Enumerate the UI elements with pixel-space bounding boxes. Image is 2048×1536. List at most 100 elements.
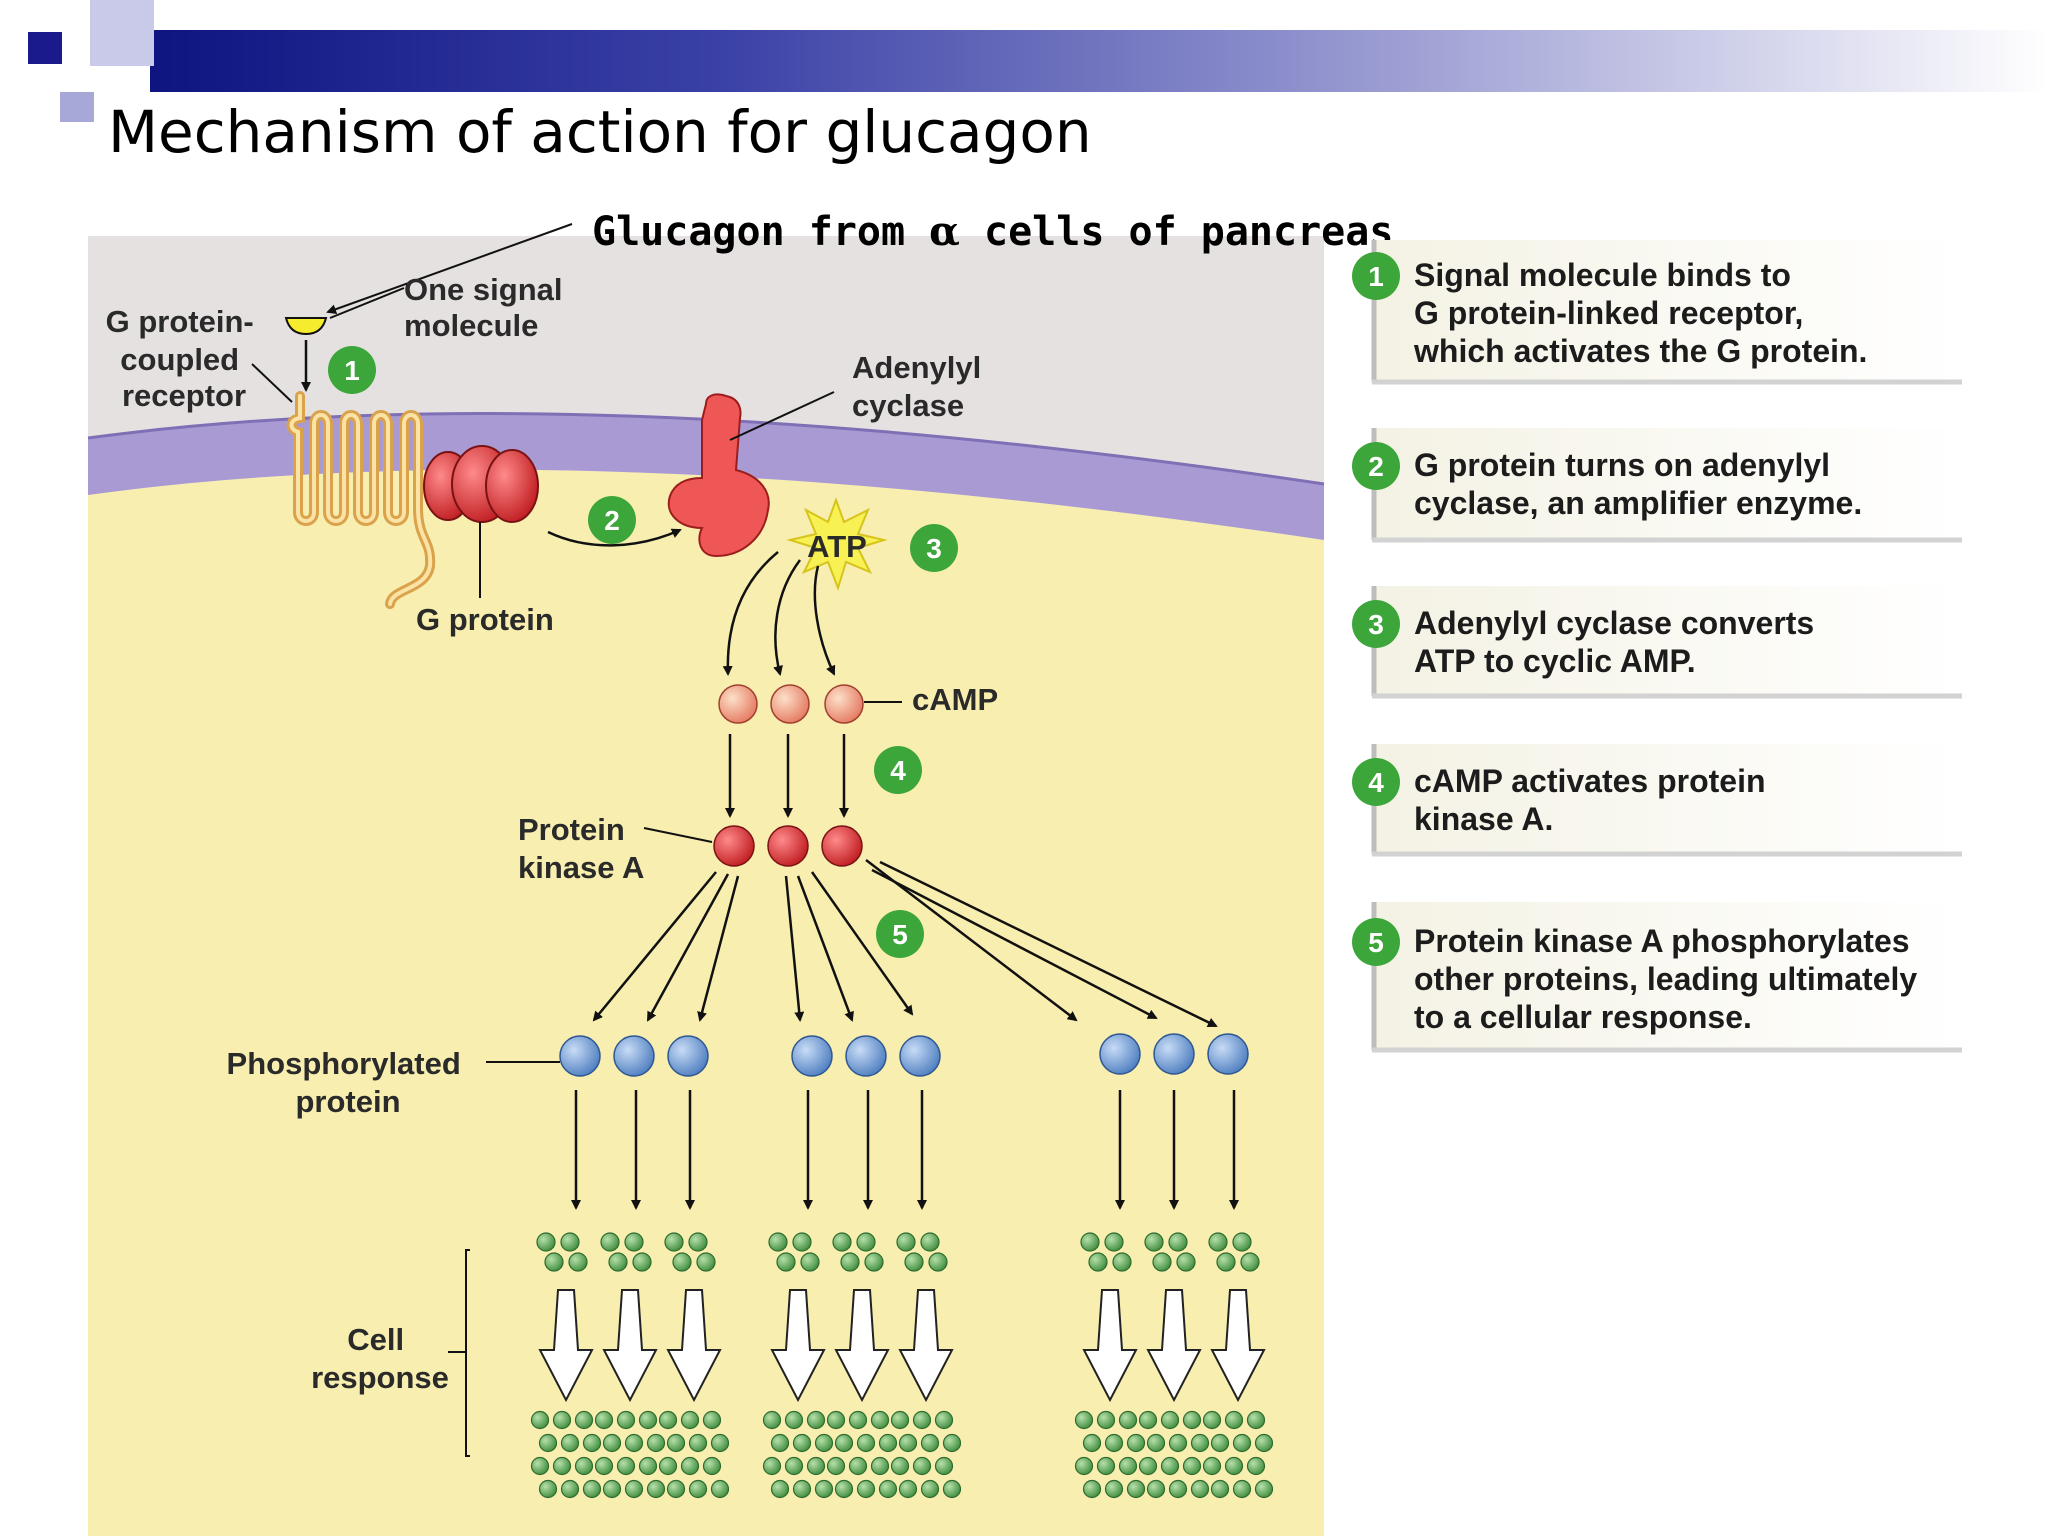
camp-label: cAMP <box>912 682 998 717</box>
atp-to-camp-arrow-2 <box>773 559 802 676</box>
phosphorylated-protein <box>667 1035 709 1077</box>
response-molecule <box>792 1433 812 1453</box>
response-molecule <box>664 1232 684 1252</box>
response-molecule <box>920 1232 940 1252</box>
response-molecule <box>864 1252 884 1272</box>
response-molecule <box>878 1479 898 1499</box>
response-molecule <box>1190 1433 1210 1453</box>
g-protein-subunit-3 <box>485 449 539 523</box>
response-molecule <box>856 1479 876 1499</box>
response-molecule <box>928 1252 948 1272</box>
response-molecule <box>896 1232 916 1252</box>
response-molecule <box>942 1433 962 1453</box>
response-molecule <box>770 1479 790 1499</box>
response-molecule <box>1096 1410 1116 1430</box>
response-molecule <box>826 1456 846 1476</box>
pka-pointer-line <box>643 827 713 843</box>
response-molecule <box>1182 1456 1202 1476</box>
response-molecule <box>710 1479 730 1499</box>
response-molecule <box>658 1410 678 1430</box>
subtitle: Glucagon from α cells of pancreas <box>592 208 1393 255</box>
response-molecule <box>1232 1232 1252 1252</box>
response-molecule <box>1146 1433 1166 1453</box>
response-molecule <box>1246 1456 1266 1476</box>
response-molecule <box>1160 1456 1180 1476</box>
response-molecule <box>898 1479 918 1499</box>
response-molecule <box>878 1433 898 1453</box>
response-molecule <box>1182 1410 1202 1430</box>
response-molecule <box>1210 1433 1230 1453</box>
protein-to-response-arrows <box>571 1090 1239 1210</box>
response-molecule <box>870 1410 890 1430</box>
response-molecule <box>688 1433 708 1453</box>
response-molecule <box>560 1232 580 1252</box>
response-molecule <box>1210 1479 1230 1499</box>
response-molecule <box>942 1479 962 1499</box>
camp-molecule <box>770 684 810 724</box>
response-molecule <box>784 1410 804 1430</box>
response-molecule <box>784 1456 804 1476</box>
response-molecule <box>688 1232 708 1252</box>
response-molecule <box>856 1232 876 1252</box>
step-marker-3: 3 <box>910 524 958 572</box>
response-molecule <box>1190 1479 1210 1499</box>
response-molecule <box>800 1252 820 1272</box>
response-molecule <box>832 1232 852 1252</box>
response-molecule <box>1104 1479 1124 1499</box>
response-molecule <box>1254 1479 1274 1499</box>
response-molecule <box>806 1410 826 1430</box>
g-protein-to-cyclase-arrow <box>547 528 682 547</box>
adenylyl-cyclase-icon <box>667 393 770 558</box>
adenylyl-cyclase-label: Adenylyl cyclase <box>852 350 990 423</box>
response-molecule <box>768 1232 788 1252</box>
response-molecule <box>672 1252 692 1272</box>
step-marker-1: 1 <box>328 346 376 394</box>
response-molecule <box>624 1433 644 1453</box>
signal-molecule-label: One signal molecule <box>404 272 571 343</box>
camp-molecule <box>718 684 758 724</box>
response-molecule <box>680 1410 700 1430</box>
response-molecule <box>792 1232 812 1252</box>
receptor-label: G protein- coupled receptor <box>106 304 263 413</box>
atp-burst-icon <box>786 497 888 592</box>
response-molecule <box>806 1456 826 1476</box>
atp-to-camp-arrow-1 <box>722 551 779 676</box>
response-molecule <box>770 1433 790 1453</box>
response-molecule <box>560 1479 580 1499</box>
phosphorylated-protein <box>1153 1033 1195 1075</box>
response-molecule <box>594 1456 614 1476</box>
response-molecule <box>920 1433 940 1453</box>
phosphorylated-protein <box>1207 1033 1249 1075</box>
response-molecule <box>1096 1456 1116 1476</box>
amplification-arrow-icon <box>770 1289 826 1403</box>
response-molecule <box>602 1479 622 1499</box>
svg-text:3: 3 <box>1368 609 1384 640</box>
protein-kinase-a-molecule <box>713 825 755 867</box>
amplification-arrow-icon <box>1082 1289 1138 1403</box>
response-molecule <box>912 1456 932 1476</box>
response-molecule <box>1144 1232 1164 1252</box>
response-molecule <box>814 1479 834 1499</box>
response-molecule <box>762 1456 782 1476</box>
response-molecule <box>544 1252 564 1272</box>
pka-to-protein-arrows <box>592 859 1218 1028</box>
svg-text:Signal molecule binds toG prot: Signal molecule binds toG protein-linked… <box>1413 257 1867 369</box>
response-molecule <box>1254 1433 1274 1453</box>
adenylyl-cyclase-pointer-line <box>729 391 835 441</box>
response-molecule <box>552 1456 572 1476</box>
svg-text:2: 2 <box>604 505 620 536</box>
svg-text:3: 3 <box>926 533 942 564</box>
response-molecule <box>890 1410 910 1430</box>
response-molecule <box>1240 1252 1260 1272</box>
response-molecule <box>1118 1456 1138 1476</box>
response-molecule <box>616 1410 636 1430</box>
response-molecule <box>856 1433 876 1453</box>
response-molecule <box>538 1433 558 1453</box>
response-molecule <box>1224 1456 1244 1476</box>
response-molecule <box>688 1479 708 1499</box>
response-molecule <box>1168 1433 1188 1453</box>
response-molecule <box>1126 1433 1146 1453</box>
